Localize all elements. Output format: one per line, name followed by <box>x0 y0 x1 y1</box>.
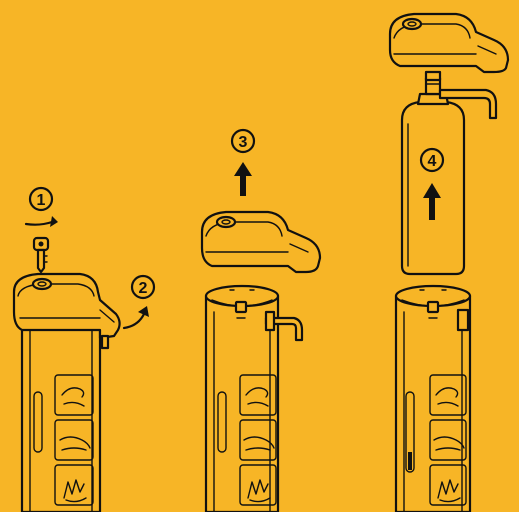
lock-hole <box>33 279 51 289</box>
step-3-number: 3 <box>239 134 248 151</box>
step-4-number: 4 <box>428 153 437 170</box>
step-4-badge: 4 <box>421 149 443 171</box>
dispenser-open <box>206 286 302 512</box>
lid-top <box>390 14 508 72</box>
soap-bottle <box>402 72 496 274</box>
step-2-badge: 2 <box>132 276 154 298</box>
lid-lifted <box>202 212 320 272</box>
dispenser-empty <box>396 286 470 512</box>
step-1-number: 1 <box>37 192 46 209</box>
dispenser-locked <box>14 274 120 512</box>
up-arrow-icon <box>234 162 252 196</box>
step-3-badge: 3 <box>232 130 254 152</box>
key-icon <box>34 238 48 272</box>
curved-arrow-icon <box>124 306 149 328</box>
step-1-badge: 1 <box>30 188 52 210</box>
curved-arrow-icon <box>26 216 58 227</box>
step-2-number: 2 <box>139 280 148 297</box>
